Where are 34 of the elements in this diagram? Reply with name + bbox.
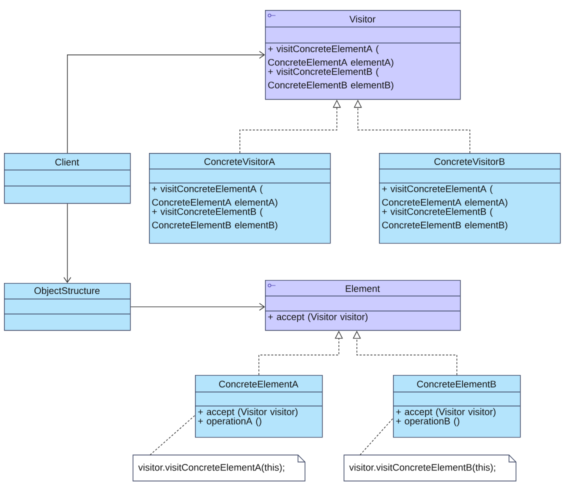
class-box [148, 153, 331, 244]
class-box [4, 282, 131, 331]
method-signature: + visitConcreteElementB ( ConcreteElementB elementB) [152, 208, 278, 230]
method-signature: + visitConcreteElementA ( ConcreteElementA elementA) [382, 185, 508, 208]
note: visitor.visitConcreteElementA(this); [132, 454, 306, 482]
class-name: Element [346, 285, 380, 292]
note: visitor.visitConcreteElementB(this); [344, 454, 516, 482]
association-arrow [64, 203, 72, 283]
class-box [4, 153, 131, 204]
class-name: ObjectStructure [34, 287, 100, 296]
class-box [194, 374, 323, 438]
class-box [264, 10, 461, 100]
association-arrow [130, 302, 265, 311]
method-signature: + accept (Visitor visitor) [268, 313, 368, 322]
class-name: ConcreteVisitorB [434, 158, 505, 165]
class-name: Client [55, 158, 80, 166]
class-box [264, 280, 461, 331]
class-name: ConcreteElementB [417, 380, 496, 388]
method-signature: + operationA () [198, 417, 262, 426]
class-box [392, 374, 521, 438]
method-signature: + visitConcreteElementA ( ConcreteElementA elementA) [268, 45, 394, 68]
note-leader-line [360, 418, 394, 456]
class-name: ConcreteElementA [219, 380, 298, 388]
method-signature: + visitConcreteElementA ( ConcreteElementA elementA) [152, 185, 278, 208]
method-signature: + accept (Visitor visitor) [198, 408, 298, 418]
method-signature: + accept (Visitor visitor) [396, 408, 496, 418]
method-signature: + operationB () [396, 417, 460, 426]
method-signature: + visitConcreteElementB ( ConcreteElementB elementB) [268, 68, 394, 90]
class-name: Visitor [349, 16, 376, 22]
note-leader-line [150, 414, 196, 456]
association-arrow [67, 51, 265, 154]
class-box [378, 153, 561, 244]
class-name: ConcreteVisitorA [204, 158, 276, 165]
method-signature: + visitConcreteElementB ( ConcreteElementB elementB) [382, 208, 508, 230]
